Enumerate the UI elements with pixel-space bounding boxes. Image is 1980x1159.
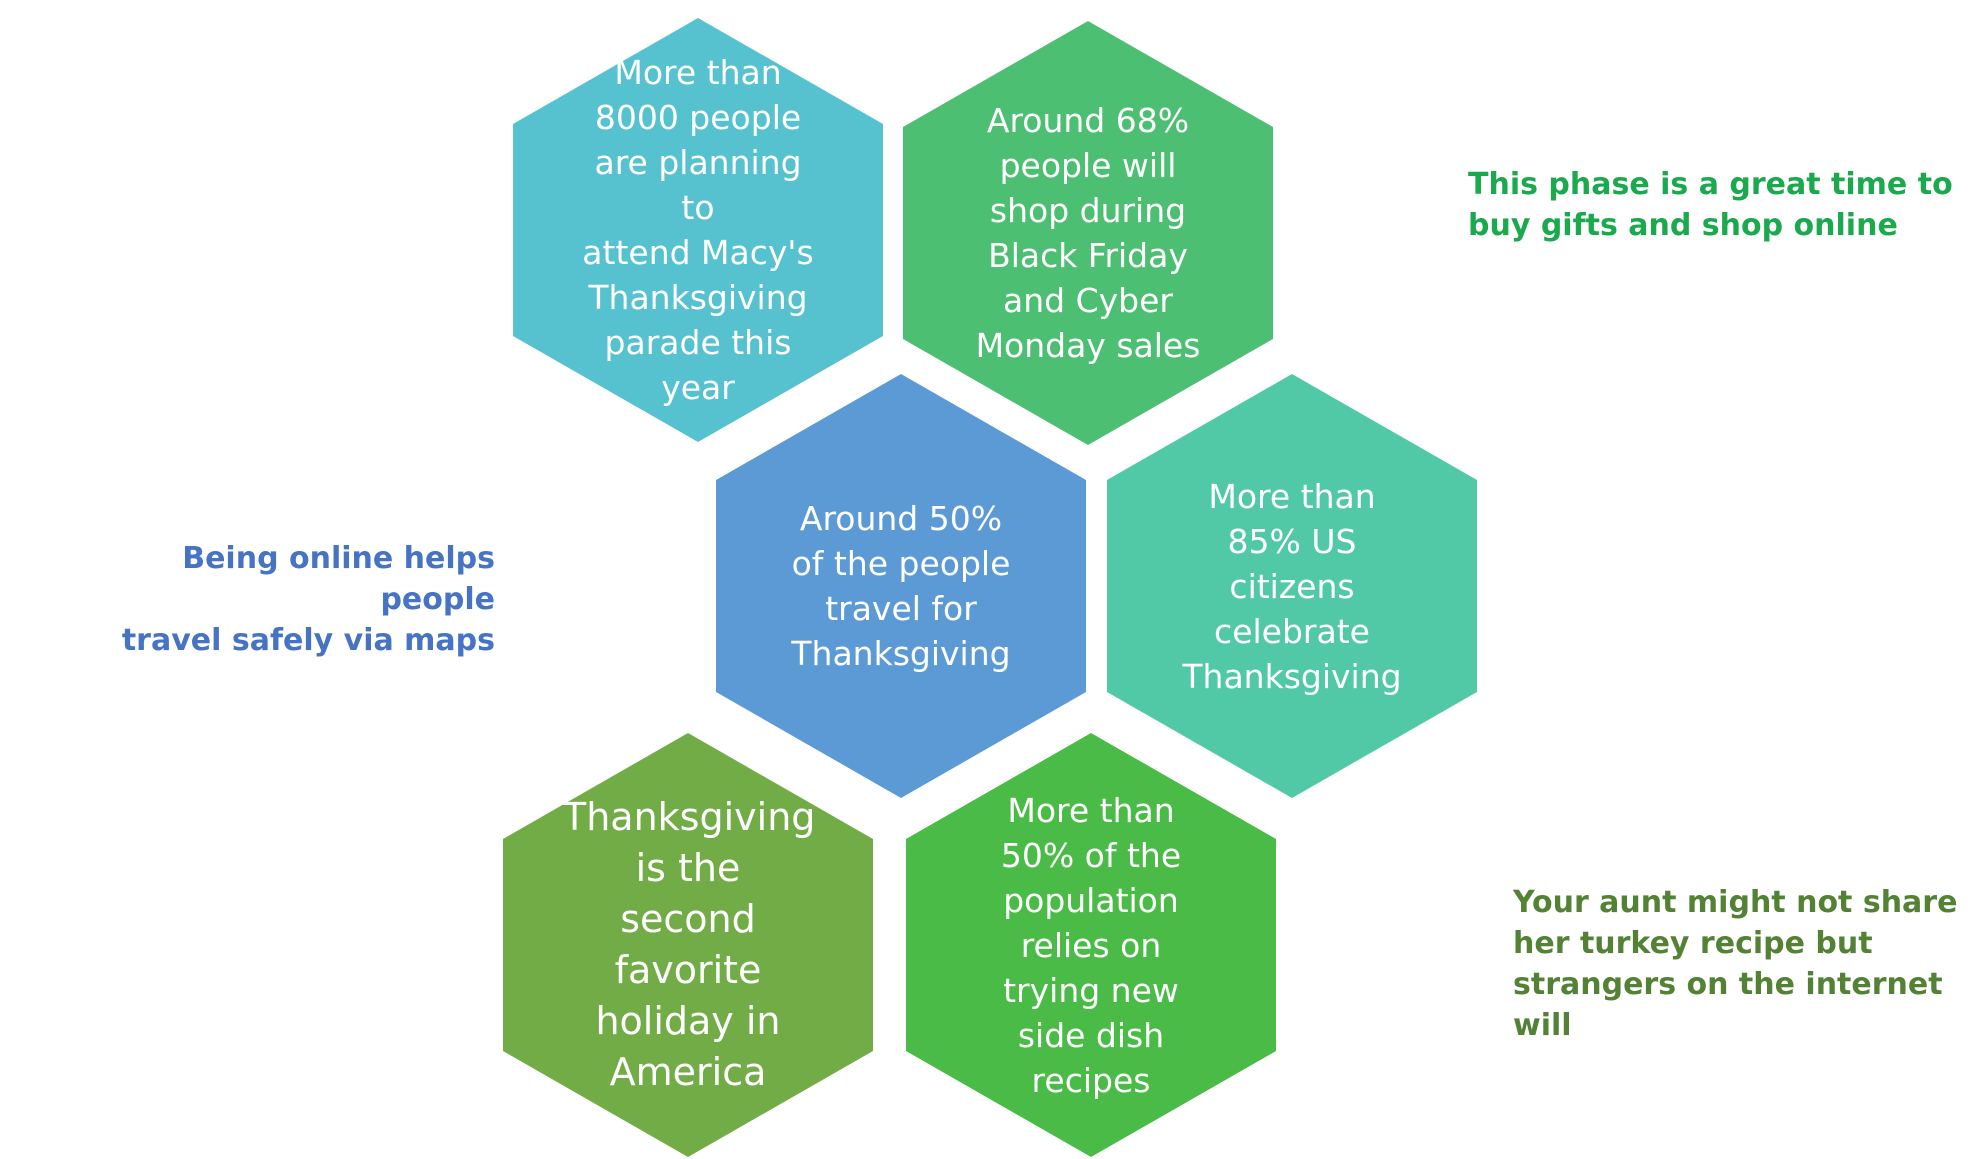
hexagon-travel: Around 50% of the people travel for Than… bbox=[716, 374, 1086, 798]
hexagon-macys-parade: More than 8000 people are planning to at… bbox=[513, 18, 883, 442]
hexagon-text: More than 8000 people are planning to at… bbox=[582, 53, 814, 407]
note-maps: Being online helps people travel safely … bbox=[121, 541, 495, 658]
note-shop-online: This phase is a great time to buy gifts … bbox=[1468, 167, 1953, 243]
hexagon-text: More than 50% of the population relies o… bbox=[1000, 790, 1182, 1100]
hexagon-black-friday: Around 68% people will shop during Black… bbox=[903, 21, 1273, 445]
hexagon-text: Thanksgiving is the second favorite holi… bbox=[563, 795, 816, 1094]
hexagon-text: More than 85% US citizens celebrate Than… bbox=[1182, 476, 1402, 696]
hexagon-side-dish: More than 50% of the population relies o… bbox=[906, 733, 1276, 1157]
hexagon-text: Around 68% people will shop during Black… bbox=[975, 101, 1201, 365]
hexagon-celebrate: More than 85% US citizens celebrate Than… bbox=[1107, 374, 1477, 798]
hexagon-text: Around 50% of the people travel for Than… bbox=[791, 499, 1011, 673]
hexagon-favorite-holiday: Thanksgiving is the second favorite holi… bbox=[503, 733, 873, 1157]
note-recipe: Your aunt might not share her turkey rec… bbox=[1513, 885, 1958, 1043]
